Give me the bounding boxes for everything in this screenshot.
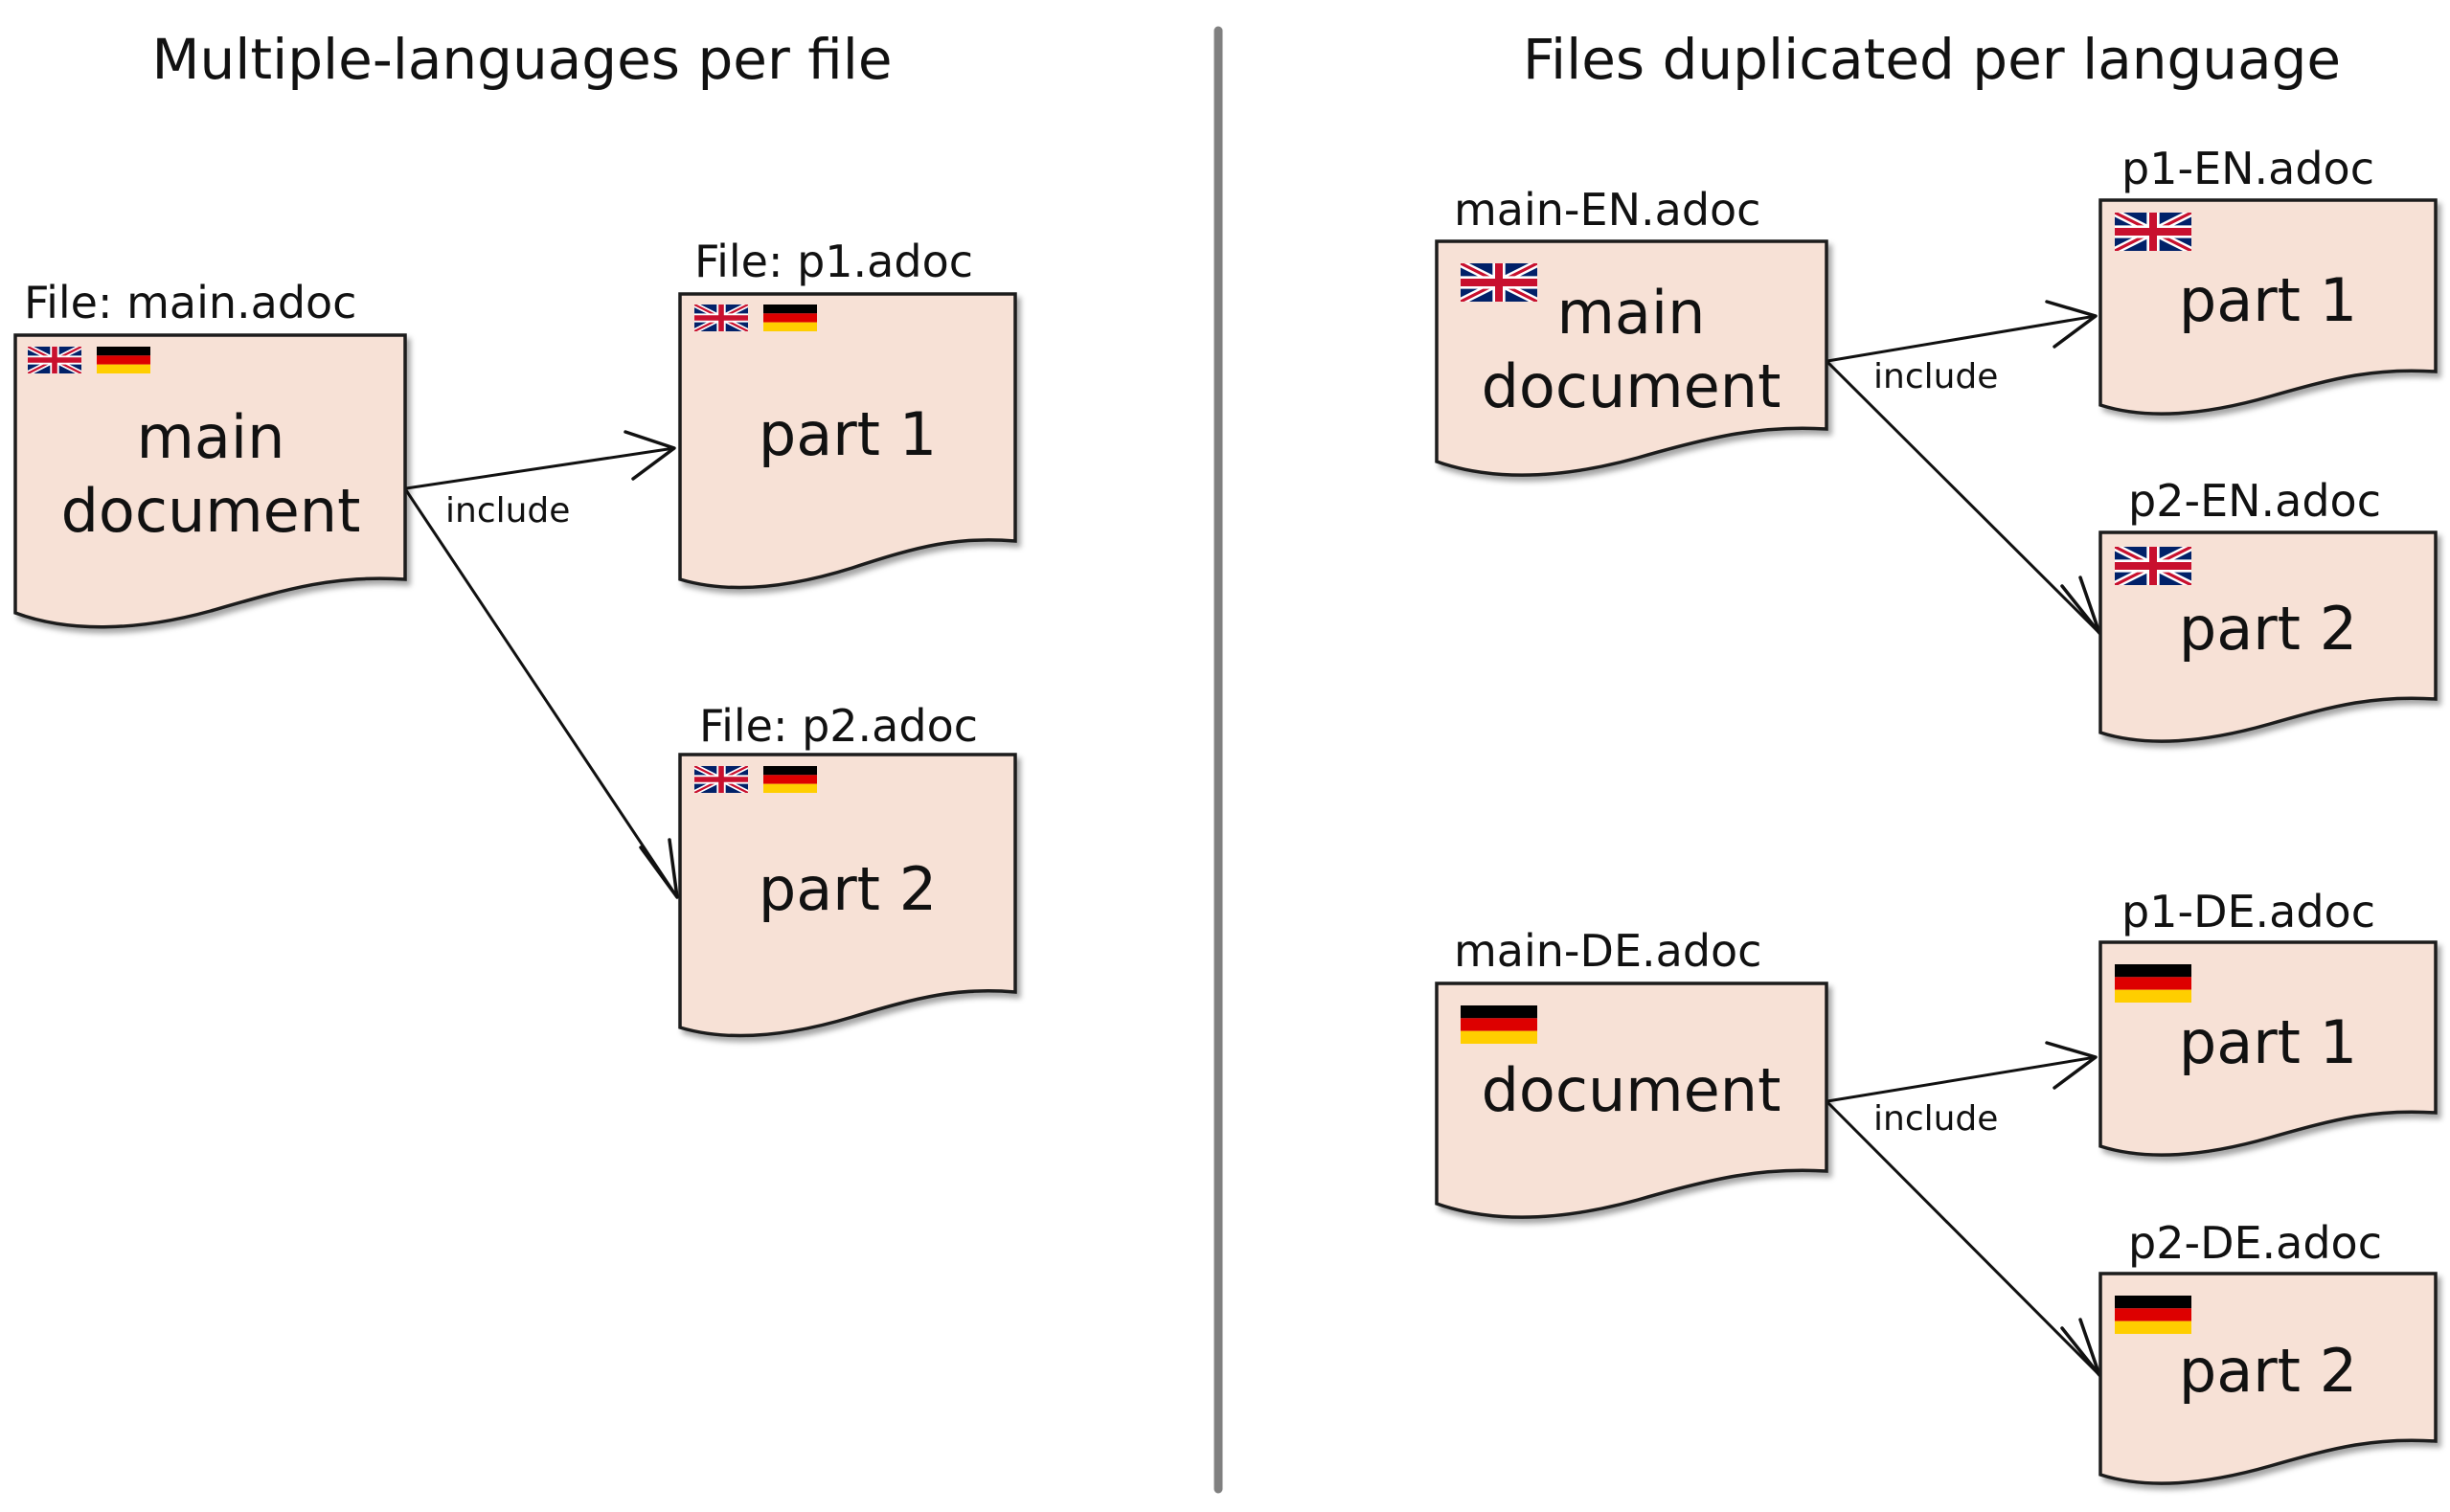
right-de-include-arrow-p1 xyxy=(1826,1041,2098,1103)
german-flag-icon xyxy=(763,766,817,793)
right-de-p1-file-label: p1-DE.adoc xyxy=(2121,886,2375,937)
german-flag-icon xyxy=(1461,1005,1537,1044)
left-p2-doc-line1: part 2 xyxy=(759,854,937,924)
left-main-file-label: File: main.adoc xyxy=(24,277,356,328)
right-en-main-doc-line2: document xyxy=(1482,351,1781,421)
uk-flag-icon xyxy=(2115,547,2191,585)
left-section-title: Multiple-languages per file xyxy=(151,27,892,92)
left-include-arrow-p2 xyxy=(404,489,679,899)
left-p2-document-shape xyxy=(678,753,1017,1038)
right-en-main-document: main-EN.adoc main document xyxy=(1435,184,1828,477)
left-include-arrow-p1 xyxy=(405,430,676,490)
right-en-p2-document: p2-EN.adoc part 2 xyxy=(2098,475,2438,743)
left-main-document: File: main.adoc main document xyxy=(13,277,407,629)
right-en-p2-doc-line1: part 2 xyxy=(2179,594,2357,664)
left-p1-file-label: File: p1.adoc xyxy=(694,236,973,287)
german-flag-icon xyxy=(763,305,817,331)
right-en-p1-file-label: p1-EN.adoc xyxy=(2121,143,2374,194)
left-main-doc-line2: document xyxy=(61,476,361,546)
uk-flag-icon xyxy=(694,766,748,793)
left-p2-document: File: p2.adoc part 2 xyxy=(678,700,1017,1038)
right-en-p1-document-shape xyxy=(2098,198,2438,416)
left-main-document-shape xyxy=(13,333,407,629)
right-de-p1-doc-line1: part 1 xyxy=(2179,1007,2357,1077)
right-en-p1-doc-line1: part 1 xyxy=(2179,265,2357,335)
right-de-include-arrow-p2 xyxy=(1826,1100,2101,1377)
right-de-p2-file-label: p2-DE.adoc xyxy=(2128,1217,2382,1269)
right-en-p2-file-label: p2-EN.adoc xyxy=(2128,475,2381,527)
right-en-p1-document: p1-EN.adoc part 1 xyxy=(2098,143,2438,416)
right-en-main-doc-line1: main xyxy=(1557,278,1706,348)
right-en-include-arrow-p1 xyxy=(1826,300,2098,363)
right-en-main-file-label: main-EN.adoc xyxy=(1454,184,1760,236)
right-de-include-label: include xyxy=(1873,1099,1998,1139)
german-flag-icon xyxy=(2115,964,2191,1003)
left-p1-doc-line1: part 1 xyxy=(759,399,937,469)
left-main-doc-line1: main xyxy=(137,402,285,472)
uk-flag-icon xyxy=(694,305,748,331)
right-en-include-label: include xyxy=(1873,357,1998,396)
uk-flag-icon xyxy=(28,347,81,373)
uk-flag-icon xyxy=(1461,263,1537,302)
right-de-p2-doc-line1: part 2 xyxy=(2179,1336,2357,1406)
right-de-main-doc-line1: document xyxy=(1482,1055,1781,1125)
left-include-label: include xyxy=(445,491,570,530)
german-flag-icon xyxy=(97,347,150,373)
right-section-title: Files duplicated per language xyxy=(1523,27,2341,92)
right-de-p1-document: p1-DE.adoc part 1 xyxy=(2098,886,2438,1157)
uk-flag-icon xyxy=(2115,213,2191,251)
left-p1-document: File: p1.adoc part 1 xyxy=(678,236,1017,590)
right-de-p2-document: p2-DE.adoc part 2 xyxy=(2098,1217,2438,1485)
left-p1-document-shape xyxy=(678,292,1017,590)
right-de-main-document: main-DE.adoc document xyxy=(1435,925,1828,1219)
right-en-include-arrow-p2 xyxy=(1826,360,2101,635)
right-de-main-file-label: main-DE.adoc xyxy=(1454,925,1761,977)
german-flag-icon xyxy=(2115,1296,2191,1334)
left-p2-file-label: File: p2.adoc xyxy=(699,700,978,752)
